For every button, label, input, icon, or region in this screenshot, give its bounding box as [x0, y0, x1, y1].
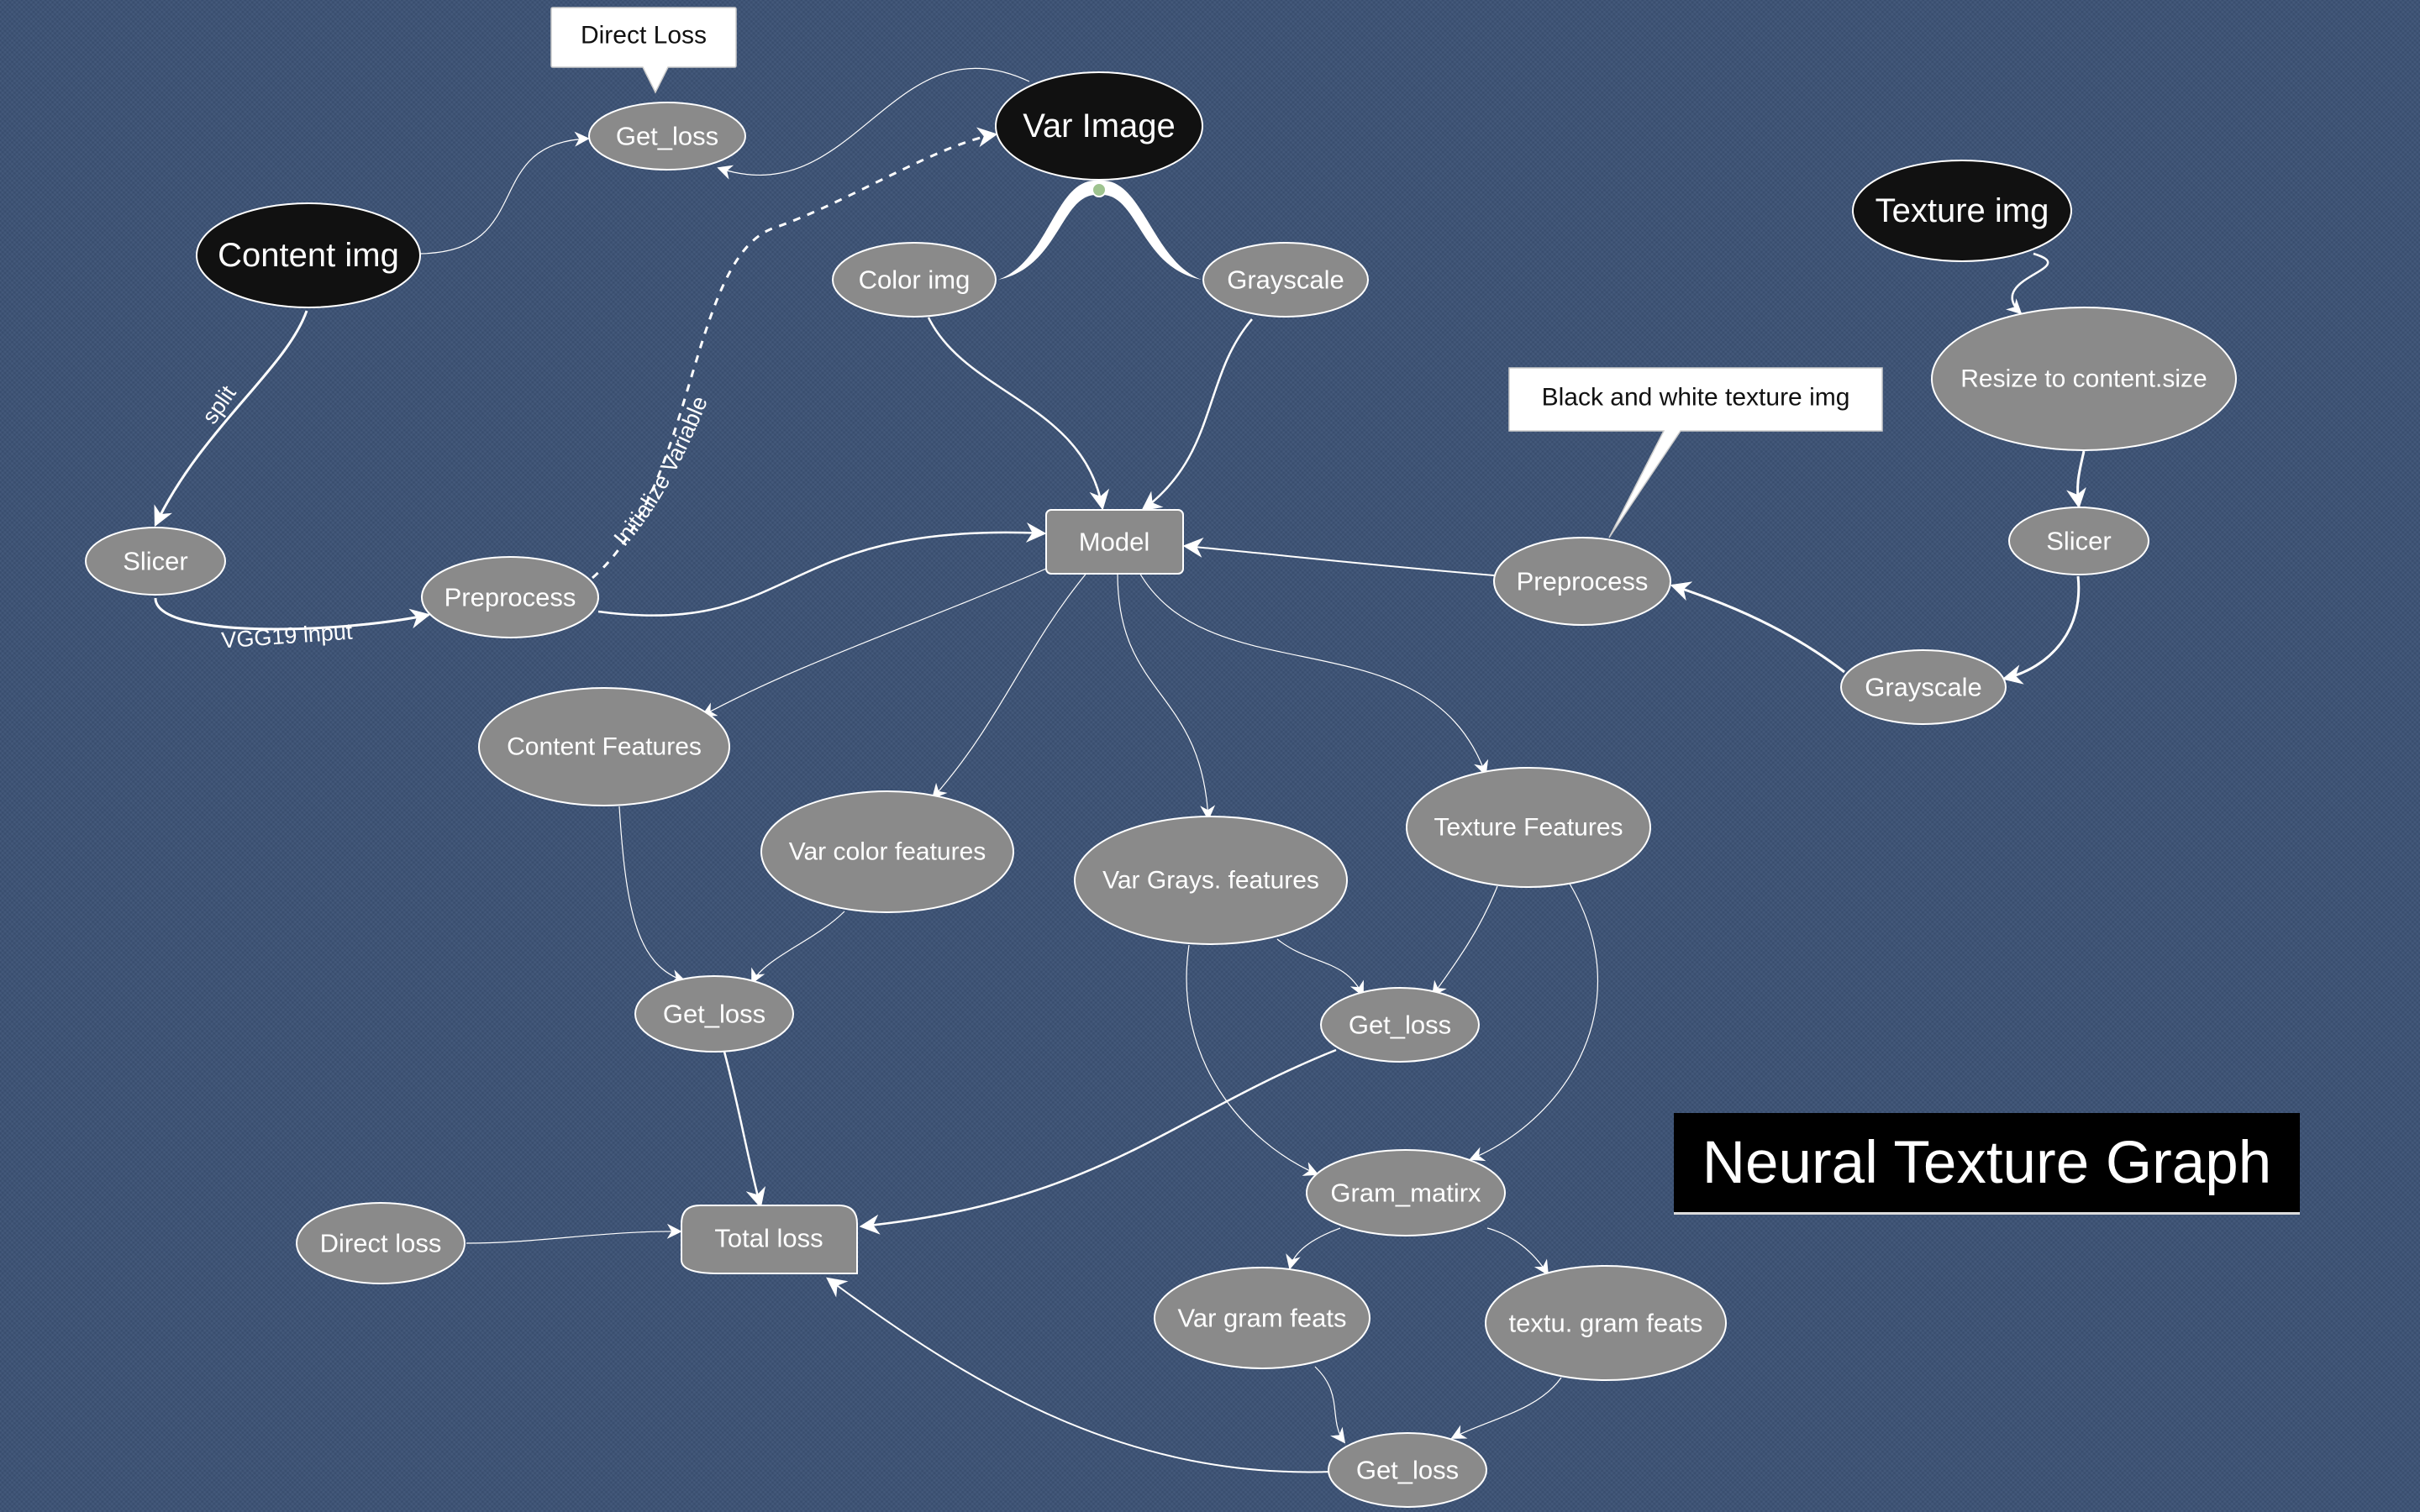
svg-text:Var Image: Var Image: [1023, 108, 1176, 144]
svg-text:Model: Model: [1079, 528, 1150, 557]
edge-resize-to-slicer: [2066, 450, 2086, 509]
edge-slicer-to-preprocess: [154, 597, 431, 631]
edge-varimage-split: [998, 180, 1202, 280]
edge-getloss-mid-to-totalloss: [859, 1048, 1337, 1235]
svg-text:Var gram feats: Var gram feats: [1177, 1304, 1346, 1333]
svg-text:Preprocess: Preprocess: [1517, 567, 1649, 596]
node-content-features[interactable]: Content Features: [478, 687, 730, 806]
edge-model-to-varcolor: [931, 570, 1089, 800]
node-gram-matrix[interactable]: Gram_matirx: [1306, 1149, 1506, 1236]
node-color-img[interactable]: Color img: [832, 242, 997, 318]
svg-text:Get_loss: Get_loss: [1356, 1456, 1459, 1485]
nodes: Var Image Content img Texture img Get_lo…: [85, 71, 2237, 1508]
svg-text:Slicer: Slicer: [123, 547, 188, 576]
edge-preprocess-right-to-model: [1182, 538, 1495, 576]
diagram-title: Neural Texture Graph: [1702, 1129, 2272, 1196]
callout-direct-loss[interactable]: Direct Loss: [550, 7, 737, 94]
svg-text:Slicer: Slicer: [2046, 527, 2112, 556]
svg-text:Preprocess: Preprocess: [445, 583, 576, 612]
svg-text:Texture img: Texture img: [1876, 192, 2049, 229]
edge-preprocess-to-model: [597, 522, 1047, 617]
node-direct-loss[interactable]: Direct loss: [296, 1202, 466, 1284]
node-var-gram-feats[interactable]: Var gram feats: [1154, 1267, 1370, 1369]
edge-getloss-to-totalloss: [723, 1051, 766, 1209]
svg-text:Get_loss: Get_loss: [663, 1000, 765, 1029]
edge-contentfeat-to-getloss: [618, 806, 687, 984]
node-resize[interactable]: Resize to content.size: [1931, 307, 2237, 451]
edge-model-to-vargrays: [1117, 573, 1216, 821]
edge-grayscale-to-model: [1141, 318, 1253, 512]
edge-vargrays-to-gram: [1186, 944, 1319, 1176]
edge-texturefeat-to-getloss-mid: [1431, 885, 1498, 997]
svg-text:textu. gram feats: textu. gram feats: [1509, 1309, 1703, 1338]
svg-text:Content Features: Content Features: [507, 733, 702, 761]
svg-text:Get_loss: Get_loss: [1349, 1011, 1451, 1040]
edge-vargram-to-getloss-bottom: [1314, 1366, 1346, 1444]
edge-getloss-bottom-to-totalloss: [826, 1277, 1333, 1473]
edge-texturefeat-to-gram: [1469, 883, 1599, 1162]
node-get-loss-bottom[interactable]: Get_loss: [1328, 1432, 1487, 1508]
callout-bw-texture[interactable]: Black and white texture img: [1508, 367, 1883, 538]
edge-label-initialize-variable: Initialize Variable: [609, 392, 713, 550]
node-preprocess-right[interactable]: Preprocess: [1493, 537, 1671, 626]
edge-label-vgg19-input: VGG19 input: [220, 619, 353, 654]
node-texture-img[interactable]: Texture img: [1852, 160, 2072, 262]
edge-varimage-to-getloss-top: [717, 67, 1030, 180]
edge-textugram-to-getloss-bottom: [1450, 1377, 1562, 1439]
edge-vargrays-to-getloss-mid: [1276, 938, 1364, 997]
node-preprocess-left[interactable]: Preprocess: [421, 556, 599, 638]
svg-text:Direct loss: Direct loss: [320, 1229, 442, 1258]
node-total-loss[interactable]: Total loss: [681, 1205, 858, 1274]
edge-content-to-slicer: [154, 310, 308, 528]
edge-gram-to-vargram: [1286, 1227, 1341, 1270]
svg-text:Var Grays. features: Var Grays. features: [1102, 867, 1319, 895]
svg-text:Texture Features: Texture Features: [1434, 814, 1623, 842]
edge-textureimg-to-resize: [2006, 252, 2049, 315]
edge-model-to-content-features: [701, 568, 1047, 717]
node-get-loss-top[interactable]: Get_loss: [588, 102, 746, 171]
node-get-loss-left[interactable]: Get_loss: [634, 975, 794, 1053]
edge-directloss-to-totalloss: [466, 1223, 682, 1244]
node-var-color-features[interactable]: Var color features: [760, 790, 1014, 913]
node-get-loss-mid[interactable]: Get_loss: [1320, 987, 1480, 1063]
callout-direct-loss-label: Direct Loss: [581, 22, 707, 50]
edge-grayscale-to-preprocess: [1670, 581, 1845, 674]
edge-gram-to-textugram: [1486, 1227, 1549, 1276]
edge-model-to-texture-features: [1138, 570, 1489, 776]
svg-text:Resize to content.size: Resize to content.size: [1960, 365, 2207, 393]
node-content-img[interactable]: Content img: [196, 202, 421, 308]
svg-text:Grayscale: Grayscale: [1227, 265, 1344, 295]
diagram-title-box: Neural Texture Graph: [1674, 1113, 2300, 1215]
node-textu-gram-feats[interactable]: textu. gram feats: [1485, 1265, 1727, 1381]
edge-slicer-to-grayscale: [2002, 575, 2081, 685]
svg-text:Grayscale: Grayscale: [1865, 673, 1982, 702]
junction-dot: [1092, 182, 1107, 197]
node-slicer-right[interactable]: Slicer: [2008, 507, 2149, 575]
node-var-grays-features[interactable]: Var Grays. features: [1074, 816, 1348, 945]
node-model[interactable]: Model: [1045, 509, 1184, 575]
svg-text:Color img: Color img: [859, 265, 971, 295]
node-var-image[interactable]: Var Image: [995, 71, 1203, 181]
node-slicer-left[interactable]: Slicer: [85, 527, 226, 596]
svg-text:Content img: Content img: [218, 237, 399, 274]
edge-colorimg-to-model: [927, 317, 1110, 511]
svg-text:Var color features: Var color features: [789, 838, 986, 866]
svg-text:Gram_matirx: Gram_matirx: [1330, 1179, 1481, 1208]
node-texture-features[interactable]: Texture Features: [1406, 767, 1651, 888]
edge-varcolor-to-getloss: [751, 911, 845, 984]
edge-preprocess-to-varimage: [592, 127, 998, 580]
edges: [154, 67, 2086, 1473]
node-grayscale-mid[interactable]: Grayscale: [1202, 242, 1369, 318]
edge-content-to-getloss-top: [419, 131, 590, 255]
node-grayscale-right[interactable]: Grayscale: [1840, 649, 2007, 725]
svg-text:Total loss: Total loss: [714, 1224, 823, 1253]
callout-bw-texture-label: Black and white texture img: [1542, 384, 1850, 412]
edge-label-split: split: [197, 381, 241, 428]
svg-text:Get_loss: Get_loss: [616, 122, 718, 151]
